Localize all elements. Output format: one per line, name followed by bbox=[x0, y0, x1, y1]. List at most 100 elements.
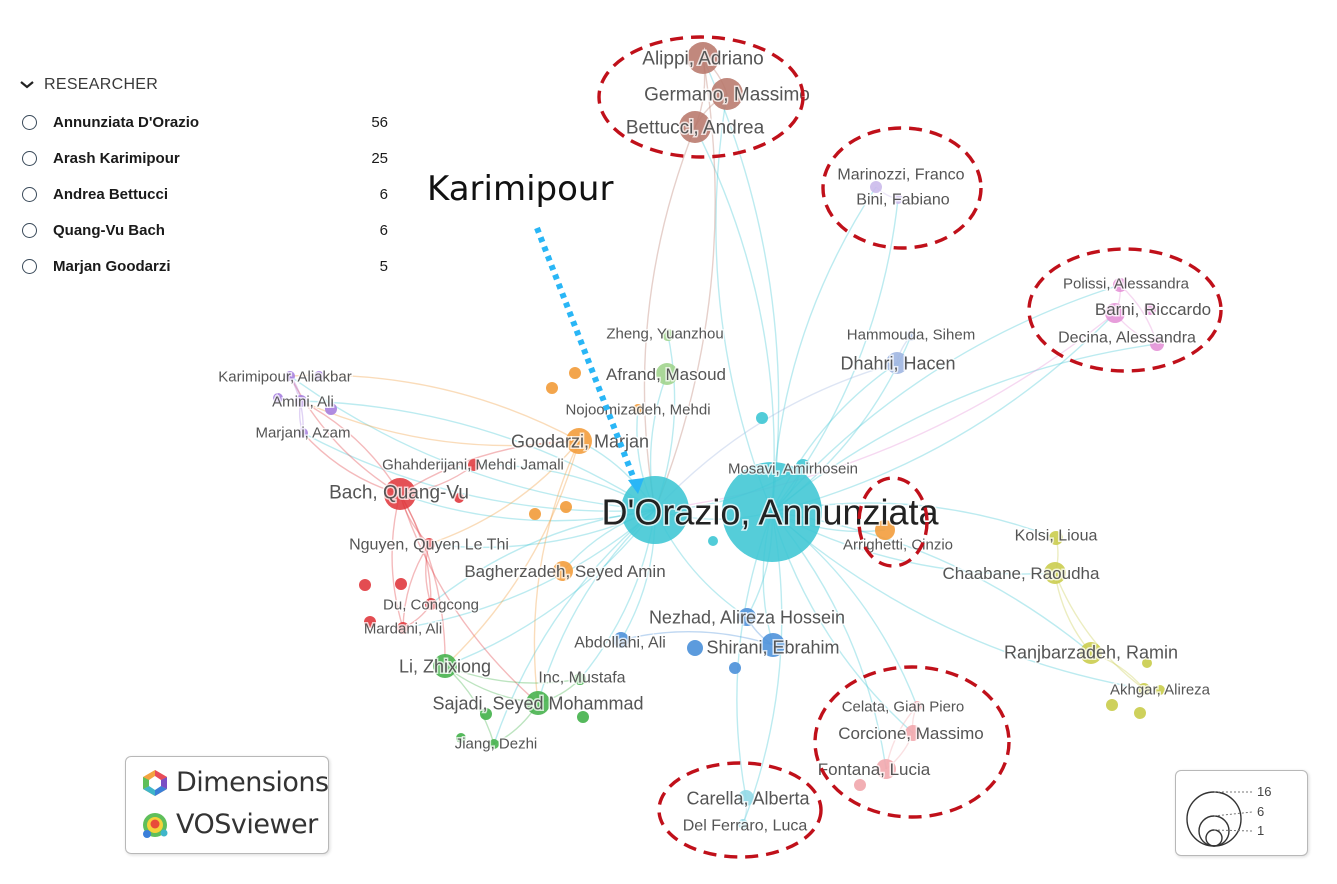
researcher-option[interactable]: Marjan Goodarzi 5 bbox=[18, 248, 388, 284]
author-node-nojoomizadeh[interactable] bbox=[633, 404, 643, 414]
author-node-germano[interactable] bbox=[711, 78, 743, 110]
researcher-option[interactable]: Quang-Vu Bach 6 bbox=[18, 212, 388, 248]
author-node[interactable] bbox=[529, 508, 541, 520]
author-label: Barni, Riccardo bbox=[1095, 300, 1211, 319]
author-node-mosavi[interactable] bbox=[796, 459, 810, 473]
author-node[interactable] bbox=[1142, 658, 1152, 668]
researcher-option[interactable]: Andrea Bettucci 6 bbox=[18, 176, 388, 212]
author-node-marinozzi[interactable] bbox=[870, 181, 882, 193]
author-node-barni[interactable] bbox=[1105, 303, 1125, 323]
author-node[interactable] bbox=[359, 579, 371, 591]
author-node-akhgar[interactable] bbox=[1138, 683, 1150, 695]
author-label: Shirani, Ebrahim bbox=[706, 637, 839, 657]
size-legend-circle-6 bbox=[1198, 815, 1230, 847]
author-node-celata[interactable] bbox=[912, 701, 922, 711]
author-node-mardani[interactable] bbox=[397, 622, 409, 634]
author-node-afrand[interactable] bbox=[656, 363, 678, 385]
author-node[interactable] bbox=[560, 501, 572, 513]
author-node-karimipour_a[interactable] bbox=[285, 371, 295, 381]
author-node-delferraro[interactable] bbox=[738, 819, 748, 829]
author-node[interactable] bbox=[395, 578, 407, 590]
author-node-fontana[interactable] bbox=[876, 759, 896, 779]
author-label: Fontana, Lucia bbox=[818, 760, 931, 779]
author-node-kolsi[interactable] bbox=[1049, 531, 1063, 545]
author-node[interactable] bbox=[569, 367, 581, 379]
author-node[interactable] bbox=[577, 711, 589, 723]
author-node-amini[interactable] bbox=[295, 395, 307, 407]
author-node[interactable] bbox=[708, 536, 718, 546]
author-label: Sajadi, Seyed Mohammad bbox=[432, 693, 643, 713]
coauthor-link bbox=[444, 509, 656, 667]
coauthor-link bbox=[444, 440, 580, 667]
chevron-down-icon[interactable] bbox=[18, 79, 36, 91]
author-node-bini[interactable] bbox=[893, 194, 903, 204]
author-node-abdollahi[interactable] bbox=[613, 632, 629, 648]
coauthor-link bbox=[771, 343, 1158, 513]
radio-button[interactable] bbox=[22, 258, 37, 274]
author-node-zheng[interactable] bbox=[662, 329, 674, 341]
author-node[interactable] bbox=[314, 371, 324, 381]
author-label: Arrighetti, Cinzio bbox=[843, 536, 953, 553]
author-node[interactable] bbox=[1134, 707, 1146, 719]
author-node-goodarzi[interactable] bbox=[566, 428, 592, 454]
author-label: Decina, Alessandra bbox=[1058, 330, 1196, 347]
author-node-bettucci[interactable] bbox=[679, 111, 711, 143]
author-node-hammouda[interactable] bbox=[906, 331, 916, 341]
radio-button[interactable] bbox=[22, 222, 37, 238]
radio-button[interactable] bbox=[22, 186, 37, 202]
author-node[interactable] bbox=[729, 662, 741, 674]
author-node[interactable] bbox=[480, 708, 492, 720]
author-node-polissi[interactable] bbox=[1113, 278, 1127, 292]
author-label: Goodarzi, Marjan bbox=[511, 431, 649, 451]
author-node[interactable] bbox=[1144, 303, 1156, 315]
author-node-bagherzadeh[interactable] bbox=[553, 561, 573, 581]
coauthor-link bbox=[289, 375, 401, 495]
author-label: Polissi, Alessandra bbox=[1063, 275, 1190, 292]
author-node[interactable] bbox=[1106, 699, 1118, 711]
author-node-inc[interactable] bbox=[574, 673, 586, 685]
author-node-alippi[interactable] bbox=[687, 42, 719, 74]
author-node-ranjbarzadeh[interactable] bbox=[1080, 642, 1102, 664]
author-node-nezhad[interactable] bbox=[738, 608, 756, 626]
author-node-dhahri[interactable] bbox=[886, 352, 908, 374]
author-node-decina[interactable] bbox=[1150, 337, 1164, 351]
author-label: Nojoomizadeh, Mehdi bbox=[565, 401, 710, 418]
author-node-shirani[interactable] bbox=[761, 633, 785, 657]
radio-button[interactable] bbox=[22, 150, 37, 166]
coauthor-link bbox=[402, 543, 430, 629]
researcher-section-header[interactable]: RESEARCHER bbox=[18, 76, 388, 94]
author-node-bach[interactable] bbox=[384, 478, 416, 510]
author-node[interactable] bbox=[687, 640, 703, 656]
author-node-arrighetti[interactable] bbox=[875, 520, 895, 540]
author-node[interactable] bbox=[454, 493, 464, 503]
author-node[interactable] bbox=[364, 616, 376, 628]
author-node-li[interactable] bbox=[433, 654, 457, 678]
author-node-chaabane[interactable] bbox=[1044, 562, 1066, 584]
author-node[interactable] bbox=[854, 779, 866, 791]
author-node-jiang[interactable] bbox=[489, 739, 499, 749]
radio-button[interactable] bbox=[22, 114, 37, 130]
author-node-du[interactable] bbox=[425, 598, 437, 610]
coauthor-link bbox=[1054, 572, 1145, 690]
researcher-option[interactable]: Arash Karimipour 25 bbox=[18, 140, 388, 176]
author-node-carella[interactable] bbox=[738, 790, 754, 806]
author-node-marjani[interactable] bbox=[298, 428, 308, 438]
author-label: Karimipour, Aliakbar bbox=[218, 368, 351, 385]
author-node-ghahderijani[interactable] bbox=[468, 459, 480, 471]
researcher-option[interactable]: Annunziata D'Orazio 56 bbox=[18, 104, 388, 140]
author-node-nguyen[interactable] bbox=[423, 538, 435, 550]
author-node-sajadi[interactable] bbox=[526, 691, 550, 715]
author-node-corcione[interactable] bbox=[905, 725, 921, 741]
annotation-arrow bbox=[534, 226, 637, 481]
author-label: Inc, Mustafa bbox=[538, 670, 625, 687]
author-node[interactable] bbox=[273, 393, 283, 403]
author-node[interactable] bbox=[546, 382, 558, 394]
annotation-label: Karimipour bbox=[427, 169, 613, 209]
author-node-dorazio[interactable] bbox=[722, 462, 822, 562]
author-node[interactable] bbox=[756, 412, 768, 424]
researcher-name: Arash Karimipour bbox=[53, 149, 180, 167]
author-node[interactable] bbox=[325, 403, 337, 415]
author-node[interactable] bbox=[456, 733, 466, 743]
author-node[interactable] bbox=[1155, 685, 1165, 695]
